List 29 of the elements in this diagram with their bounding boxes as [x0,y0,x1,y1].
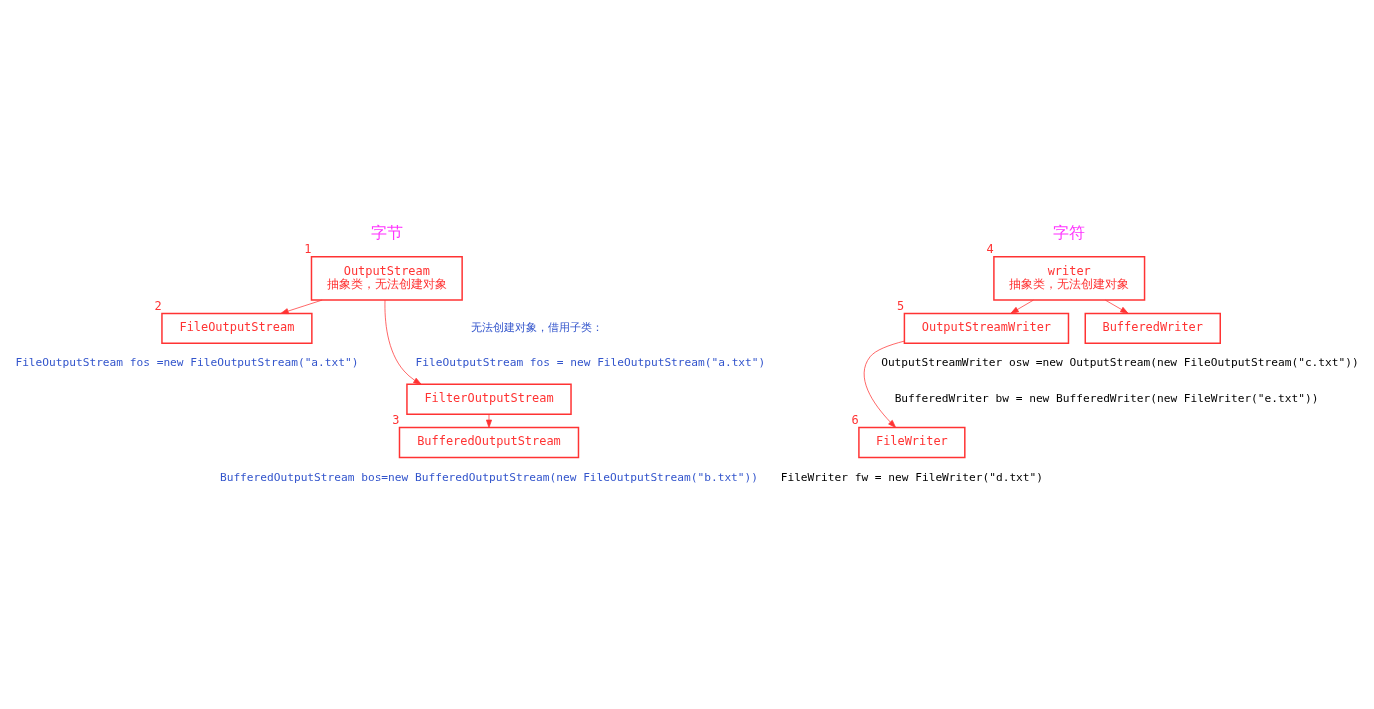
label: FileOutputStream fos = new FileOutputStream("a.txt") [415,356,766,370]
node-box: FileOutputStream [161,312,313,345]
node-label: 3 [392,412,400,427]
node-box: FilterOutputStream [406,383,572,415]
arrow [280,299,323,314]
node-box: OutputStreamWriter [903,312,1070,345]
node-label: 5 [897,298,905,313]
node-label: 1 [304,241,312,256]
node-label: 6 [851,412,859,427]
node-box: writer 抽象类，无法创建对象 [993,256,1146,301]
arrow [1105,299,1129,314]
label: FileWriter fw = new FileWriter("d.txt") [780,470,1044,484]
node-box: BufferedOutputStream [398,426,580,459]
node-label: 2 [154,298,162,313]
label: 无法创建对象，借用子类： [470,321,603,335]
arrow [863,340,905,428]
label: BufferedOutputStream bos=new BufferedOutputStream(new FileOutputStream("b.txt")) [219,470,759,484]
arrow [384,299,422,385]
label: BufferedWriter bw = new BufferedWriter(new FileWriter("e.txt")) [894,391,1319,405]
node-box: OutputStream 抽象类，无法创建对象 [310,256,463,301]
label: 字符 [1053,222,1086,242]
arrow [1010,299,1034,314]
arrow [486,414,492,428]
label: FileOutputStream fos =new FileOutputStream("a.txt") [15,356,359,370]
node-box: BufferedWriter [1084,312,1221,345]
node-box: FileWriter [858,426,966,459]
label: OutputStreamWriter osw =new OutputStream(new FileOutputStream("c.txt")) [881,356,1359,370]
node-label: 4 [986,241,994,256]
label: 字节 [370,222,403,242]
